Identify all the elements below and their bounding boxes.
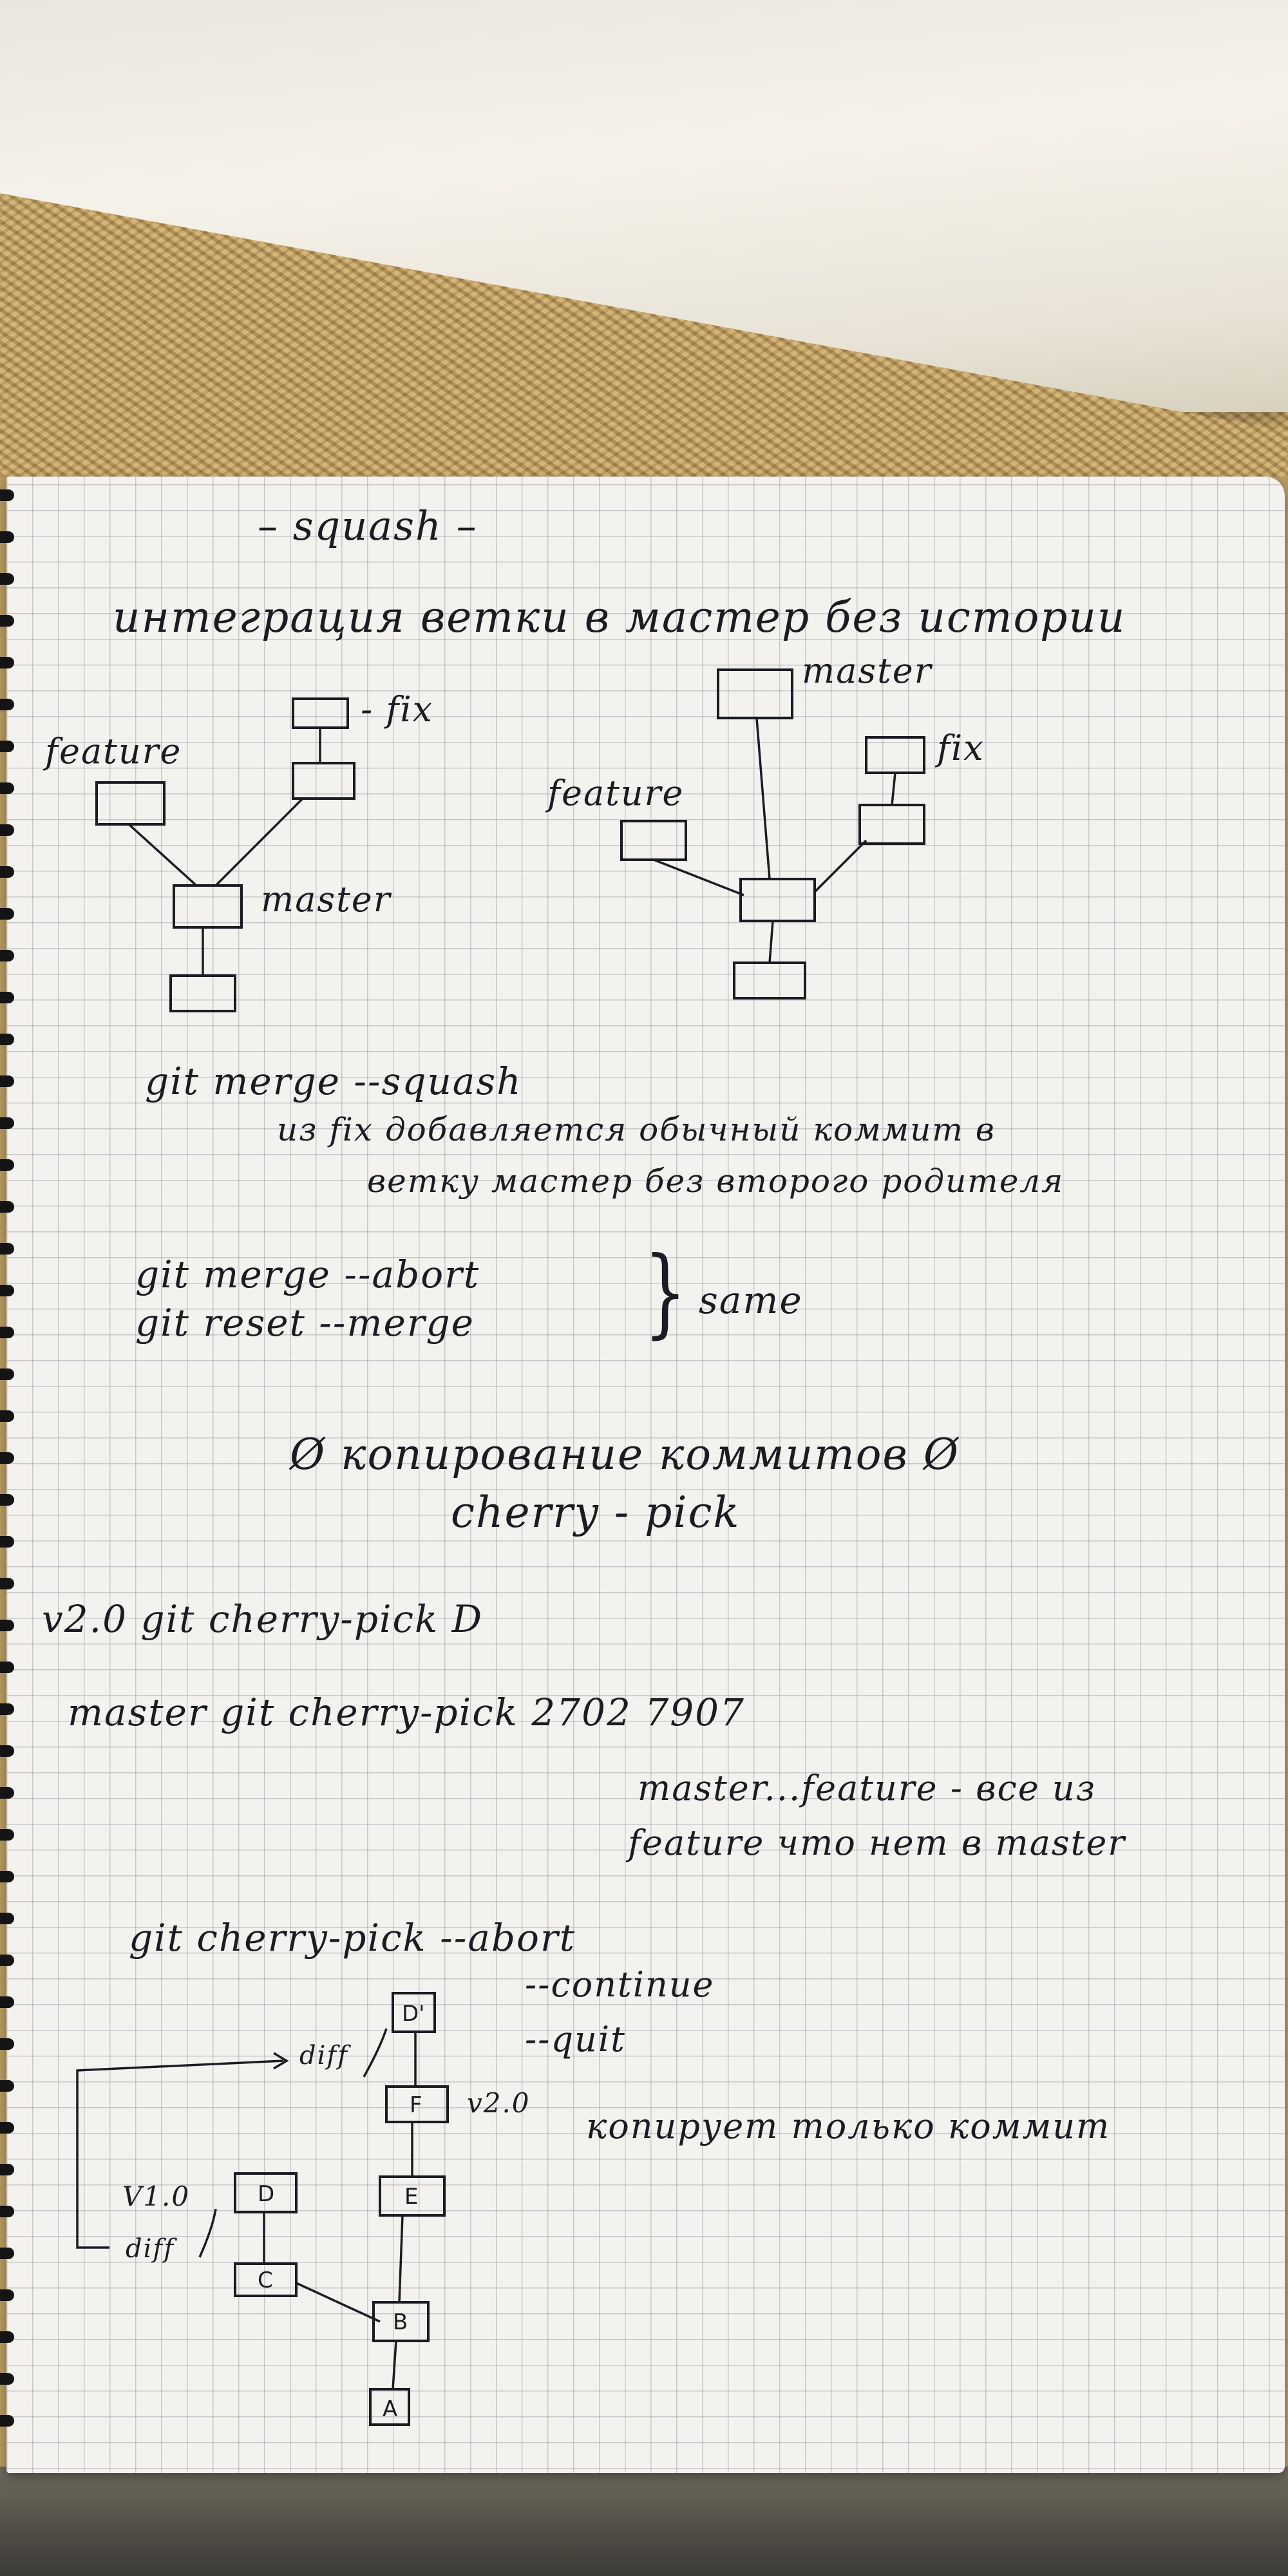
squash-title: – squash – — [258, 502, 478, 549]
spiral-ring — [0, 2122, 14, 2134]
spiral-ring — [0, 1452, 14, 1464]
spiral-ring — [0, 741, 14, 752]
cherry-option-continue: --continue — [525, 1964, 715, 2005]
cherry-command-1: v2.0 git cherry-pick D — [42, 1597, 484, 1641]
spiral-ring — [0, 1285, 14, 1296]
background-bottom — [0, 2467, 1288, 2576]
squash-note-line1: из fix добавляется обычный коммит в — [277, 1111, 996, 1148]
spiral-ring — [0, 1410, 14, 1422]
spiral-ring — [0, 782, 14, 794]
cherry-option-abort: git cherry-pick --abort — [129, 1916, 576, 1960]
spiral-ring — [0, 573, 14, 585]
cherry-note-line1: master...feature - все из — [638, 1768, 1097, 1808]
spiral-ring — [0, 2164, 14, 2175]
spiral-ring — [0, 1703, 14, 1715]
spiral-ring — [0, 824, 14, 836]
spiral-ring — [0, 2080, 14, 2092]
abort-command-2: git reset --merge — [135, 1301, 475, 1345]
cherry-footnote: копирует только коммит — [586, 2106, 1111, 2146]
spiral-ring — [0, 2206, 14, 2217]
cherry-command-2: master git cherry-pick 2702 7907 — [68, 1690, 745, 1734]
cherry-heading: Ø копирование коммитов Ø — [290, 1430, 960, 1479]
spiral-ring — [0, 489, 14, 501]
spiral-ring — [0, 2248, 14, 2259]
spiral-ring — [0, 1620, 14, 1631]
spiral-ring — [0, 2038, 14, 2050]
spiral-ring — [0, 2289, 14, 2301]
spiral-ring — [0, 657, 14, 668]
spiral-ring — [0, 1829, 14, 1841]
spiral-ring — [0, 1536, 14, 1548]
squash-command: git merge --squash — [145, 1059, 522, 1103]
spiral-binding — [0, 489, 19, 2460]
spiral-ring — [0, 1955, 14, 1966]
cherry-option-quit: --quit — [525, 2019, 626, 2060]
spiral-ring — [0, 1075, 14, 1087]
spiral-ring — [0, 1159, 14, 1171]
same-note: same — [699, 1278, 803, 1322]
spiral-ring — [0, 2415, 14, 2427]
spiral-ring — [0, 1201, 14, 1213]
spiral-ring — [0, 1034, 14, 1045]
spiral-ring — [0, 1913, 14, 1924]
spiral-ring — [0, 1996, 14, 2008]
spiral-ring — [0, 950, 14, 961]
squash-subtitle: интеграция ветки в мастер без истории — [113, 592, 1126, 642]
spiral-ring — [0, 1243, 14, 1255]
spiral-ring — [0, 2331, 14, 2343]
spiral-ring — [0, 1745, 14, 1757]
spiral-ring — [0, 699, 14, 710]
abort-command-1: git merge --abort — [135, 1253, 480, 1296]
spiral-ring — [0, 615, 14, 627]
spiral-ring — [0, 908, 14, 920]
cherry-subheading: cherry - pick — [451, 1488, 741, 1537]
spiral-ring — [0, 1368, 14, 1380]
squash-note-line2: ветку мастер без второго родителя — [367, 1162, 1065, 1200]
spiral-ring — [0, 1662, 14, 1673]
spiral-ring — [0, 992, 14, 1003]
cherry-note-line2: feature что нет в master — [628, 1823, 1126, 1863]
spiral-ring — [0, 1117, 14, 1129]
spiral-ring — [0, 1494, 14, 1506]
brace: } — [643, 1236, 688, 1349]
spiral-ring — [0, 866, 14, 878]
spiral-ring — [0, 1578, 14, 1589]
spiral-ring — [0, 531, 14, 543]
spiral-ring — [0, 2373, 14, 2385]
spiral-ring — [0, 1871, 14, 1882]
spiral-ring — [0, 1787, 14, 1799]
spiral-ring — [0, 1327, 14, 1338]
